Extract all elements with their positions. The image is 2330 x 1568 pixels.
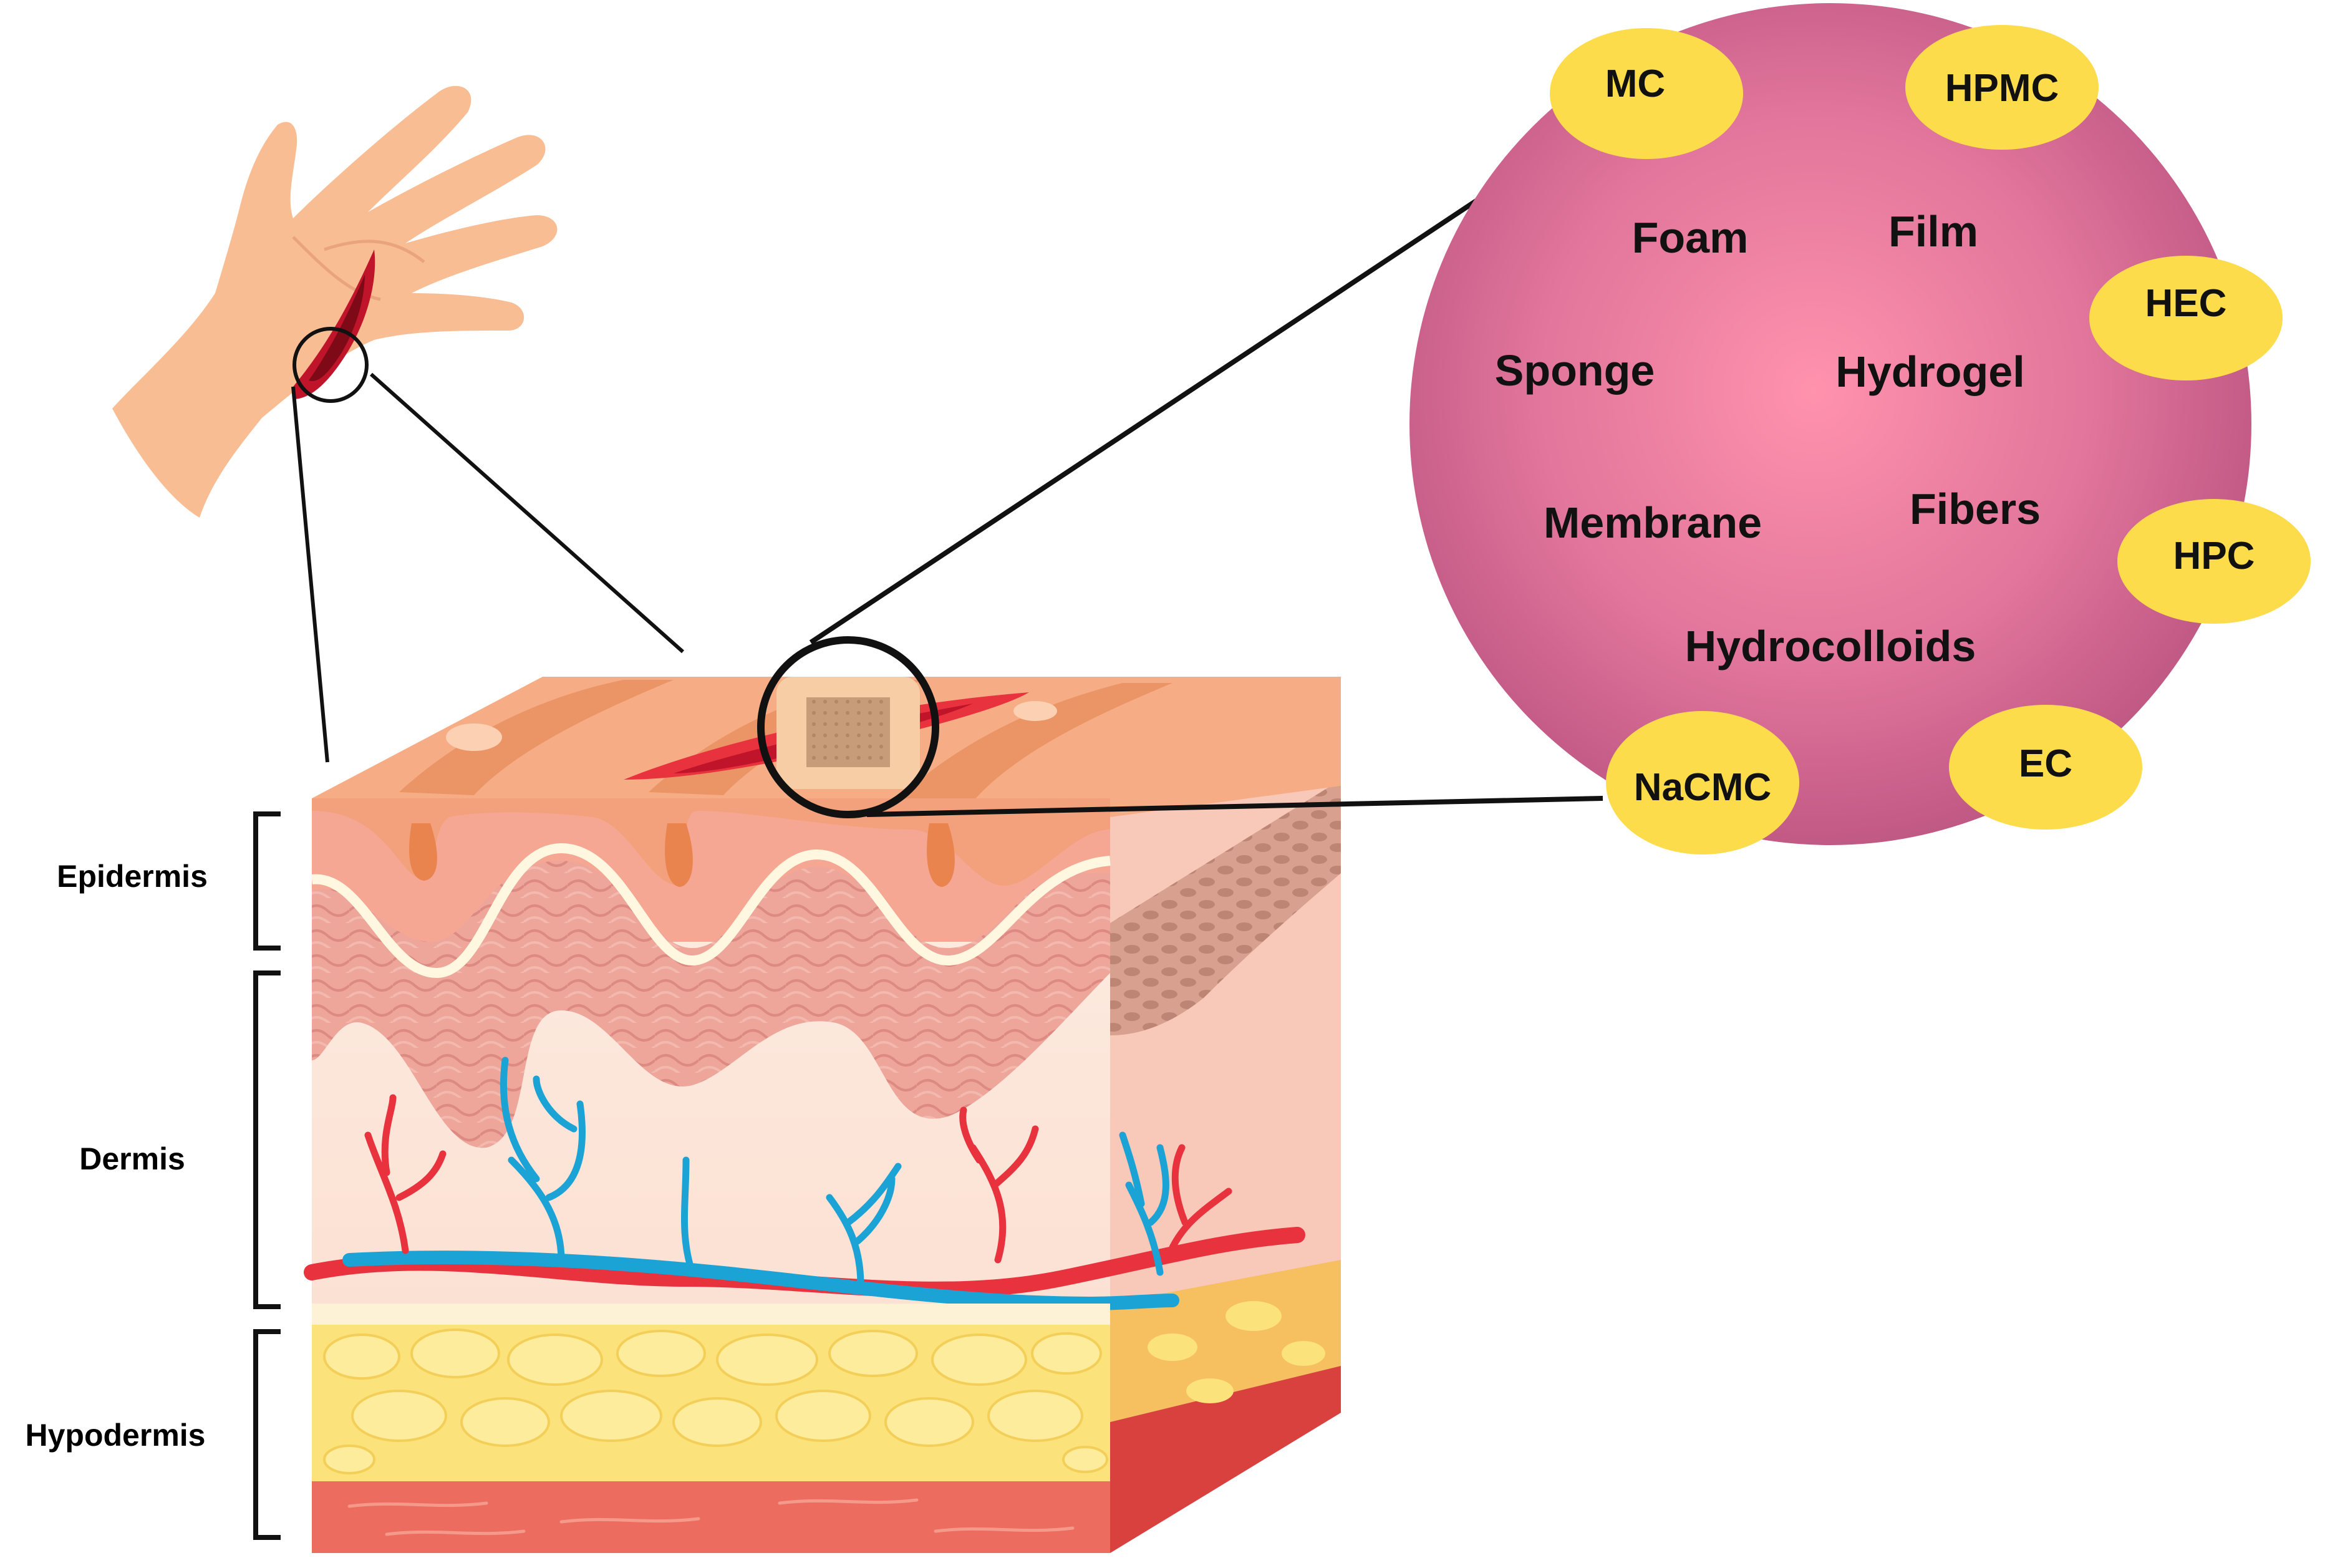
skin-pore [446,724,502,751]
hypodermis-top-line [312,1304,1110,1325]
bracket-hypodermis [253,1329,281,1540]
dressing-forms-sphere: Foam Film Sponge Hydrogel Membrane Fiber… [1409,3,2251,845]
polymer-bubble-hec [2089,256,2283,380]
form-hydrocolloids: Hydrocolloids [1685,622,1976,670]
polymer-bubble-hpmc [1905,25,2099,150]
polymer-bubble-nacmc [1606,711,1799,854]
form-sponge: Sponge [1495,346,1655,395]
zoom-line [291,386,329,763]
polymer-hpc: HPC [2173,535,2255,578]
fat-lobules [323,1328,1108,1474]
hand-illustration [112,85,558,518]
block-side-weave [1110,780,1341,1035]
polymer-hec: HEC [2145,282,2227,325]
epidermis-dark-pit [665,823,693,887]
polymer-mc: MC [1605,62,1665,105]
polymer-bubble-mc [1550,28,1743,159]
side-fat-lobule [1225,1301,1282,1331]
polymer-ec: EC [2019,742,2072,785]
muscle-fibers [347,1498,1075,1536]
side-fat-lobule [1282,1341,1325,1366]
epidermis-dark-pit [927,823,955,887]
top-ridge [399,680,674,795]
form-foam: Foam [1632,213,1749,262]
layer-brackets [253,811,281,1540]
zoom-line [866,796,1603,817]
side-fat-lobule [1148,1333,1197,1361]
form-hydrogel: Hydrogel [1835,347,2024,396]
bracket-epidermis [253,811,281,951]
dressing-pad [806,697,890,767]
sphere [1409,3,2251,845]
top-ridge [898,683,1172,801]
muscle-band [312,1481,1110,1553]
form-membrane: Membrane [1544,498,1762,547]
polymer-bubble-ec [1949,705,2142,830]
side-fat-lobule [1186,1378,1234,1403]
basement-membrane [311,843,1111,979]
artery-branches [364,1094,1232,1264]
palm-crease [324,240,425,263]
hand-shape [112,85,558,518]
polymer-hpmc: HPMC [1945,67,2059,110]
epidermis-top-wave [312,798,1110,886]
polymer-bubbles: MC HPMC HEC HPC EC NaCMC [1550,25,2311,854]
label-epidermis: Epidermis [57,859,208,894]
label-hypodermis: Hypodermis [26,1418,206,1453]
bracket-dermis [253,970,281,1309]
hand-zoom-circle [292,327,369,403]
vein-branches [500,1057,1169,1289]
polymer-nacmc: NaCMC [1634,766,1771,809]
polymer-bubble-hpc [2117,499,2311,624]
skin-cross-section [304,636,1341,1553]
hand-wound [293,249,375,399]
dressing-zoom-circle [757,636,939,818]
label-dermis: Dermis [79,1141,185,1176]
epidermis-dark-pit [409,823,437,881]
zoom-line [809,185,1499,645]
skin-pore [1013,701,1057,721]
zoom-line [370,372,684,654]
form-film: Film [1888,207,1978,256]
hand-wound-inner [309,274,365,381]
block-side-muscle [1110,1366,1341,1553]
vein-main [342,1251,1179,1311]
form-fibers: Fibers [1910,485,2041,533]
